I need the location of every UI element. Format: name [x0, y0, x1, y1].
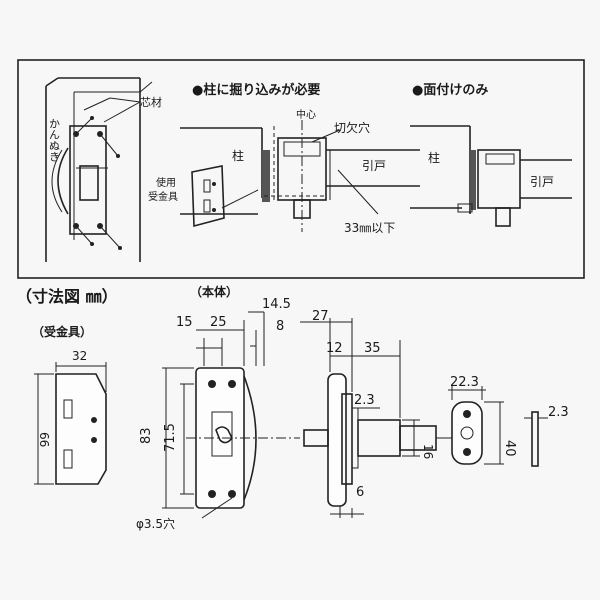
receiver-label: （受金具） — [32, 324, 92, 339]
lock-body-drawing — [162, 311, 300, 519]
dim-35: 35 — [364, 341, 381, 356]
receiver-plate-drawing — [34, 362, 107, 485]
dim-8: 8 — [276, 319, 284, 334]
hashira-label-mid: 柱 — [232, 148, 244, 163]
dim-83: 83 — [139, 427, 154, 444]
receiver-width: 32 — [72, 349, 87, 363]
hikido-label-right: 引戸 — [530, 175, 554, 189]
left-installation-sketch — [45, 77, 153, 262]
hole-label: φ3.5穴 — [136, 516, 175, 531]
lock-side-view-drawing — [300, 318, 452, 518]
dim-40: 40 — [502, 440, 517, 457]
plate-dim-2-3: 2.3 — [548, 405, 569, 420]
dim-27: 27 — [312, 309, 329, 324]
shiyou-label: 使用 — [156, 176, 176, 189]
right-heading: ●面付けのみ — [412, 82, 488, 98]
thin-plate-drawing — [524, 411, 548, 467]
dim-22-3: 22.3 — [450, 375, 479, 390]
middle-heading: ●柱に掘り込みが必要 — [192, 82, 320, 98]
dim-6: 6 — [356, 485, 364, 500]
kannuki-label: かんぬき — [48, 118, 61, 162]
dim-25: 25 — [210, 315, 227, 330]
hashira-label-right: 柱 — [428, 150, 440, 165]
chushin-label: 中心 — [296, 108, 316, 121]
right-installation-sketch — [410, 125, 572, 227]
body-label: （本体） — [190, 284, 238, 299]
shinzai-label: 芯材 — [140, 95, 162, 109]
dim-15: 15 — [176, 315, 193, 330]
hikido-label-mid: 引戸 — [362, 159, 386, 173]
knob-drawing — [448, 386, 504, 465]
kirikaketsu-label: 切欠穴 — [334, 120, 370, 135]
middle-installation-sketch — [180, 120, 420, 232]
dim-12: 12 — [326, 341, 343, 356]
dim-16: 16 — [421, 444, 435, 459]
ukekanegu-label-top: 受金具 — [148, 190, 178, 203]
installation-panel-frame — [17, 59, 585, 279]
dim-71-5: 71.5 — [163, 423, 178, 452]
dimensions-title: （寸法図 ㎜） — [16, 287, 118, 306]
dim-2-3-side: 2.3 — [354, 393, 375, 408]
max-depth-label: 33㎜以下 — [344, 221, 395, 235]
dim-14-5: 14.5 — [262, 297, 291, 312]
receiver-height: 66 — [37, 432, 51, 447]
